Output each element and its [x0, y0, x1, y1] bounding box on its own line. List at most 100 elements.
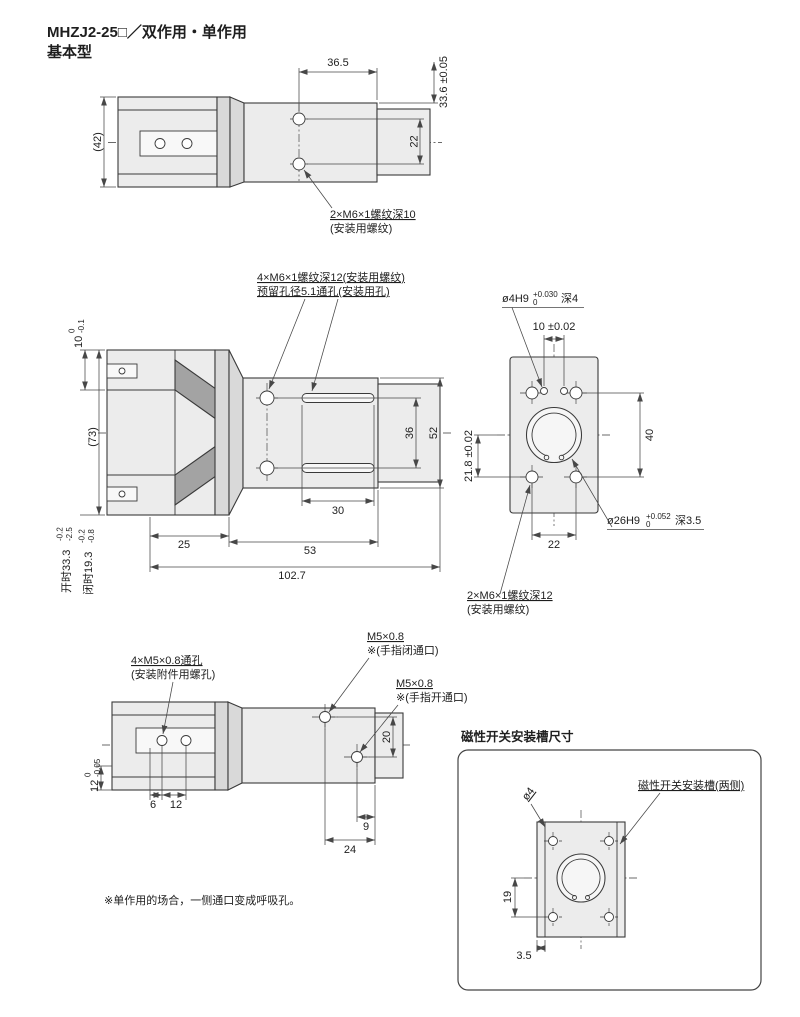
note-bore-tol-upper: +0.052 [646, 512, 671, 521]
note-pilot-hole: 预留孔径5.1通孔(安装用孔) [257, 284, 390, 298]
corner-hole [604, 912, 614, 922]
ring-lug-hole [543, 454, 550, 461]
dim-closed-tol-lower: -0.8 [87, 529, 96, 543]
page-subtitle: 基本型 [46, 43, 92, 61]
leader-pin [511, 307, 543, 388]
attachment-hole [180, 735, 192, 746]
dim-12v-tol-lower: -0.05 [93, 758, 102, 777]
finger-hole [154, 138, 166, 149]
dim-73: (73) [87, 427, 99, 447]
m6-hole [569, 386, 583, 400]
dim-12v-tol-upper: 0 [84, 772, 93, 777]
leader-groove-note [619, 792, 661, 845]
dim-open-tol-lower: -2.5 [65, 527, 74, 541]
attachment-hole [156, 735, 168, 746]
dim-25: 25 [178, 539, 190, 551]
dim-24: 24 [344, 844, 356, 856]
dim-6: 6 [150, 799, 156, 811]
note-thread: 2×M6×1螺纹深12 [467, 588, 553, 602]
gripper-body [243, 102, 378, 183]
corner-hole [548, 912, 558, 922]
ring-lug-hole [558, 454, 565, 461]
note-close-port: M5×0.8 [367, 631, 404, 643]
page-header: MHZJ2-25□／双作用・单作用 基本型 [46, 23, 247, 61]
note-bore-depth: 深3.5 [675, 514, 701, 527]
leader-close-port [328, 657, 370, 713]
extension-lines-bottom [149, 405, 441, 572]
dim-19: 19 [502, 891, 514, 903]
view-bottom: M5×0.8 ※(手指闭通口) M5×0.8 ※(手指开通口) 4×M5×0.8… [84, 631, 468, 907]
finger-hole [181, 138, 193, 149]
leader-thread-note [303, 169, 333, 209]
leader-note2 [311, 298, 339, 392]
dim-42: (42) [92, 132, 104, 152]
view-top: 36.5 (42) 22 33.6 ±0.05 2×M6×1螺纹深10 (安装用… [92, 56, 450, 235]
dim-12h: 12 [170, 799, 182, 811]
note-bore-tol-lower: 0 [646, 520, 651, 529]
dim-12v: 12 [89, 780, 101, 792]
leader-note1 [268, 298, 306, 390]
page-title: MHZJ2-25□／双作用・单作用 [47, 23, 247, 41]
finger-block-lines [118, 109, 217, 175]
note-open-port-sub: ※(手指开通口) [396, 690, 468, 704]
leader-mount-holes [161, 681, 174, 735]
dim-102-7: 102.7 [278, 570, 306, 582]
mount-thread-hole [259, 460, 275, 476]
mount-thread-hole [292, 157, 306, 171]
dim-33-6: 33.6 ±0.05 [438, 56, 450, 108]
switch-panel-frame [457, 749, 762, 991]
note-open-port: M5×0.8 [396, 678, 433, 690]
end-cap [374, 712, 404, 779]
finger-tip-hole [118, 367, 126, 375]
finger-block-lines [112, 714, 215, 778]
dim-open-width: 开时33.3 [60, 550, 73, 593]
mount-thread-hole [259, 390, 275, 406]
gripper-body [241, 707, 376, 784]
leader-bore [571, 458, 613, 528]
dim-52: 52 [428, 427, 440, 439]
retaining-ring [561, 858, 601, 897]
note-thread-sub: (安装用螺纹) [467, 602, 529, 616]
note-mount-holes-sub: (安装附件用螺孔) [131, 667, 215, 681]
note-mount-holes: 4×M5×0.8通孔 [131, 654, 203, 667]
corner-hole [604, 836, 614, 846]
collar-taper [228, 349, 244, 516]
dim-20: 20 [381, 731, 393, 743]
mount-thread-hole [292, 112, 306, 126]
collar-band [216, 96, 231, 188]
leader-groove-dia [530, 803, 546, 828]
retaining-ring [531, 412, 577, 457]
extension-lines [474, 335, 644, 540]
open-port [351, 751, 363, 763]
m6-hole [525, 386, 539, 400]
dim-22: 22 [409, 135, 421, 147]
ring-lug-hole [572, 895, 577, 900]
extension-lines-right [275, 377, 444, 489]
note-thread: 2×M6×1螺纹深10 [330, 207, 416, 221]
switch-panel-title: 磁性开关安装槽尺寸 [460, 729, 574, 744]
pin-hole [560, 387, 568, 395]
collar-band [214, 701, 229, 791]
dim-21-8: 21.8 ±0.02 [463, 430, 475, 482]
extension-lines [100, 68, 438, 188]
collar-taper [229, 96, 245, 188]
dim-36: 36 [404, 427, 416, 439]
m6-hole [525, 470, 539, 484]
dim-closed-width: 闭时19.3 [82, 552, 95, 595]
leader-open-port [359, 704, 399, 753]
dim-10: 10 [73, 336, 85, 348]
switch-slot-panel: 磁性开关安装槽尺寸 ø4 磁性开关安装槽(两侧) 19 3.5 [457, 729, 762, 991]
finger-slot [139, 130, 218, 157]
collar-taper [227, 701, 243, 791]
view-front: 4×M6×1螺纹深12(安装用螺纹) 预留孔径5.1通孔(安装用孔) 10 0 … [56, 270, 452, 595]
note-thread-sub: (安装用螺纹) [330, 221, 392, 235]
note-thread-4xM6: 4×M6×1螺纹深12(安装用螺纹) [257, 270, 405, 284]
close-port [319, 711, 331, 723]
center-bore [525, 406, 583, 464]
dim-53: 53 [304, 545, 316, 557]
dim-closed-tol-upper: -0.2 [78, 529, 87, 543]
pin-hole [540, 387, 548, 395]
dim-10: 10 ±0.02 [533, 321, 576, 333]
dim-30: 30 [332, 505, 344, 517]
